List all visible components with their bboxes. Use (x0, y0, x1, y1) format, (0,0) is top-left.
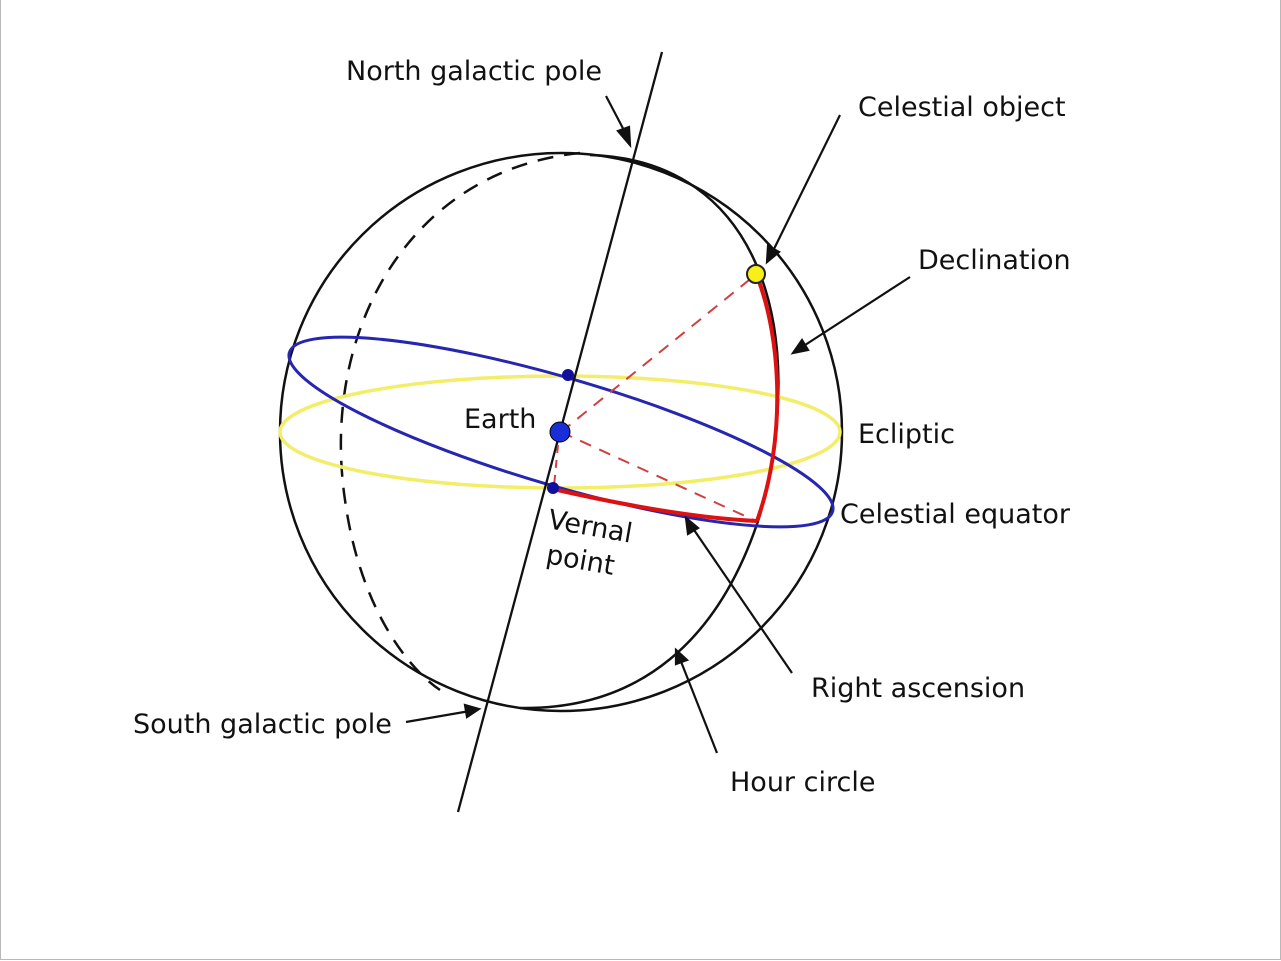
celestial-object-arrow (771, 114, 841, 254)
celestial-object-label: Celestial object (858, 92, 1066, 123)
earth-to-equator-line (560, 431, 757, 522)
right-ascension-arc (552, 487, 758, 523)
hour-circle-label: Hour circle (730, 767, 875, 798)
vernal-point-label-line2: point (544, 539, 617, 581)
earth-label: Earth (464, 404, 536, 435)
celestial-object-dot (746, 264, 766, 284)
right-ascension-arrowhead (684, 515, 700, 536)
ecliptic-label: Ecliptic (858, 419, 955, 450)
south-pole-arrowhead (463, 703, 482, 719)
declination-arc (755, 275, 780, 522)
south-pole-label: South galactic pole (133, 709, 392, 740)
declination-label: Declination (918, 245, 1071, 276)
vernal-point-dot (547, 482, 559, 494)
south-pole-arrow (405, 709, 471, 724)
earth-to-object-line (560, 275, 755, 433)
celestial-equator-label: Celestial equator (840, 499, 1071, 530)
pole-node-dot (562, 369, 574, 381)
right-ascension-label: Right ascension (811, 673, 1025, 704)
declination-arrow (801, 276, 911, 348)
earth-dot (549, 421, 571, 443)
north-pole-arrowhead (616, 125, 632, 149)
back-meridian-dashed (339, 151, 581, 692)
hour-circle-arrow (678, 658, 719, 754)
north-pole-label: North galactic pole (346, 56, 602, 87)
declination-arrowhead (790, 337, 810, 355)
right-ascension-arrow (691, 526, 793, 674)
earth-to-vernal-line (553, 444, 559, 487)
hour-circle-arrowhead (674, 647, 690, 666)
celestial-object-arrowhead (765, 244, 781, 265)
